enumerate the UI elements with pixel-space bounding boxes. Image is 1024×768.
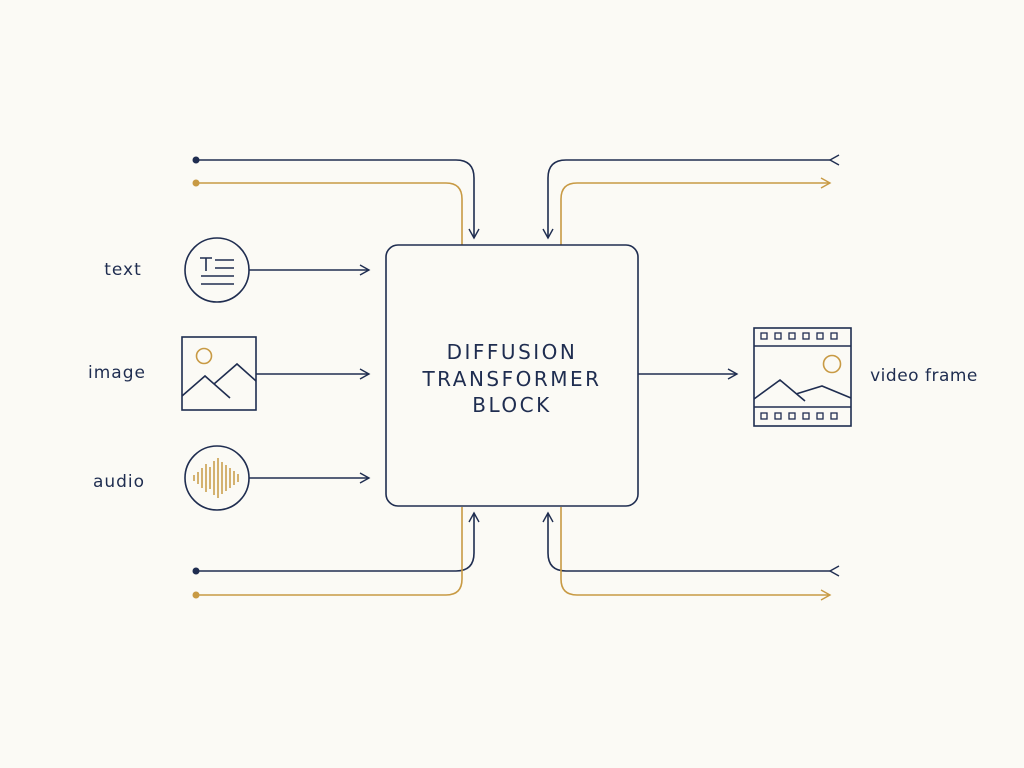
navy-stream-out-bottom [542, 511, 840, 577]
audio-waveform-icon [184, 445, 250, 511]
gold-stream-in-top [196, 182, 463, 245]
text-icon [184, 237, 250, 303]
video-frame-output: video frame [638, 327, 978, 427]
navy-stream-in-top [196, 159, 480, 240]
text-input-label: text [104, 260, 142, 280]
navy-stream-out-top [542, 154, 840, 240]
gold-stream-out-bottom [560, 507, 832, 601]
audio-input-label: audio [93, 472, 145, 492]
film-frame-icon [753, 327, 852, 427]
gold-stream-out-top [560, 177, 832, 245]
gold-stream-in-bottom [196, 507, 463, 596]
image-input: image [88, 336, 371, 411]
navy-stream-in-bottom [196, 511, 480, 572]
block-title-line-3: BLOCK [472, 393, 551, 417]
block-title-line-2: TRANSFORMER [421, 367, 601, 391]
image-input-label: image [88, 363, 146, 383]
video-frame-label: video frame [870, 366, 978, 386]
text-input: text [104, 237, 371, 303]
top-right-output-streams [542, 154, 840, 245]
audio-input: audio [93, 445, 371, 511]
image-icon [181, 336, 257, 411]
bottom-right-output-streams [542, 507, 840, 601]
diffusion-transformer-block [385, 244, 639, 507]
bottom-left-input-streams [192, 507, 480, 599]
top-left-input-streams [192, 156, 480, 245]
block-title-line-1: DIFFUSION [447, 340, 578, 364]
